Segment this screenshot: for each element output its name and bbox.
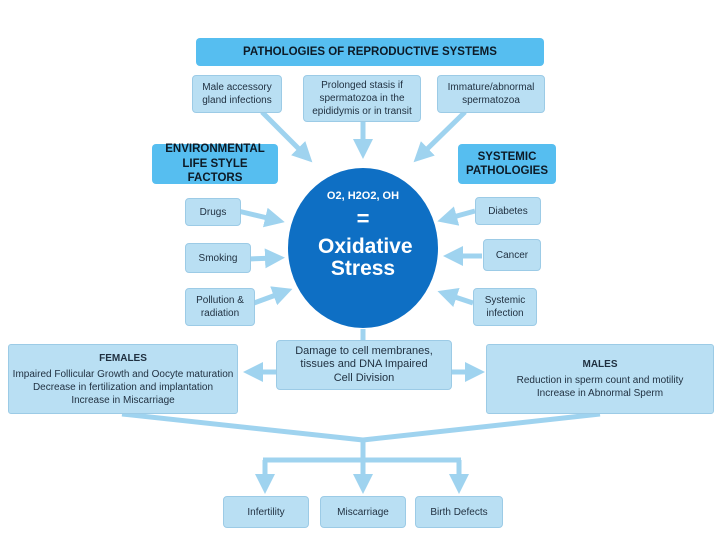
pathology-immature: Immature/abnormal spermatozoa (437, 75, 545, 113)
env-smoking: Smoking (185, 243, 251, 273)
arrow-systemic-infection (437, 287, 474, 307)
environmental-header: ENVIRONMENTAL LIFE STYLE FACTORS (152, 143, 278, 185)
env-pollution: Pollution & radiation (185, 288, 255, 326)
pathology-prolonged-stasis-label: Prolonged stasis if spermatozoa in the e… (312, 80, 412, 117)
arrow-male-accessory (260, 110, 313, 163)
sys-systemic-infection-label: Systemic infection (484, 295, 526, 319)
males-title: MALES (582, 359, 618, 370)
sys-diabetes: Diabetes (475, 197, 541, 225)
males-line-2: Increase in Abnormal Sperm (536, 388, 664, 399)
sys-systemic-infection: Systemic infection (473, 288, 537, 326)
pathology-immature-label: Immature/abnormal spermatozoa (447, 82, 535, 106)
damage-box: Damage to cell membranes, tissues and DN… (276, 340, 452, 390)
males-line-1: Reduction in sperm count and motility (516, 375, 684, 386)
sys-cancer: Cancer (483, 239, 541, 271)
females-line-2: Decrease in fertilization and implantati… (32, 381, 214, 393)
systemic-header: SYSTEMIC PATHOLOGIES (458, 144, 556, 184)
outcome-birth-defects: Birth Defects (415, 496, 503, 528)
females-line-1: Impaired Follicular Growth and Oocyte ma… (12, 368, 234, 380)
outcome-infertility: Infertility (223, 496, 309, 528)
females-title: FEMALES (99, 352, 147, 364)
equals-sign: = (356, 206, 370, 231)
females-box: FEMALES Impaired Follicular Growth and O… (8, 344, 238, 414)
males-box: MALES Reduction in sperm count and motil… (486, 344, 714, 414)
arrow-diabetes (437, 206, 476, 226)
arrow-pollution (253, 286, 293, 306)
env-pollution-label: Pollution & radiation (196, 295, 244, 319)
link-females-merge (121, 411, 364, 443)
oxidative-stress-title: Oxidative Stress (318, 235, 413, 281)
outcome-miscarriage: Miscarriage (320, 496, 406, 528)
damage-text: Damage to cell membranes, tissues and DN… (295, 345, 433, 384)
link-males-merge (362, 411, 601, 443)
pathology-prolonged-stasis: Prolonged stasis if spermatozoa in the e… (303, 75, 421, 122)
pathology-male-accessory: Male accessory gland infections (192, 75, 282, 113)
env-drugs: Drugs (185, 198, 241, 226)
arrow-drugs (237, 207, 285, 228)
arrow-immature (413, 110, 467, 163)
pathology-male-accessory-label: Male accessory gland infections (202, 82, 272, 106)
pathologies-header: PATHOLOGIES OF REPRODUCTIVE SYSTEMS (196, 38, 544, 66)
ros-formula: O2, H2O2, OH (326, 190, 400, 202)
systemic-header-label: SYSTEMIC PATHOLOGIES (466, 150, 548, 177)
females-line-3: Increase in Miscarriage (71, 394, 175, 406)
arrow-smoking (247, 248, 285, 269)
oxidative-stress-node: O2, H2O2, OH = Oxidative Stress (288, 168, 438, 328)
environmental-header-label: ENVIRONMENTAL LIFE STYLE FACTORS (165, 143, 265, 185)
